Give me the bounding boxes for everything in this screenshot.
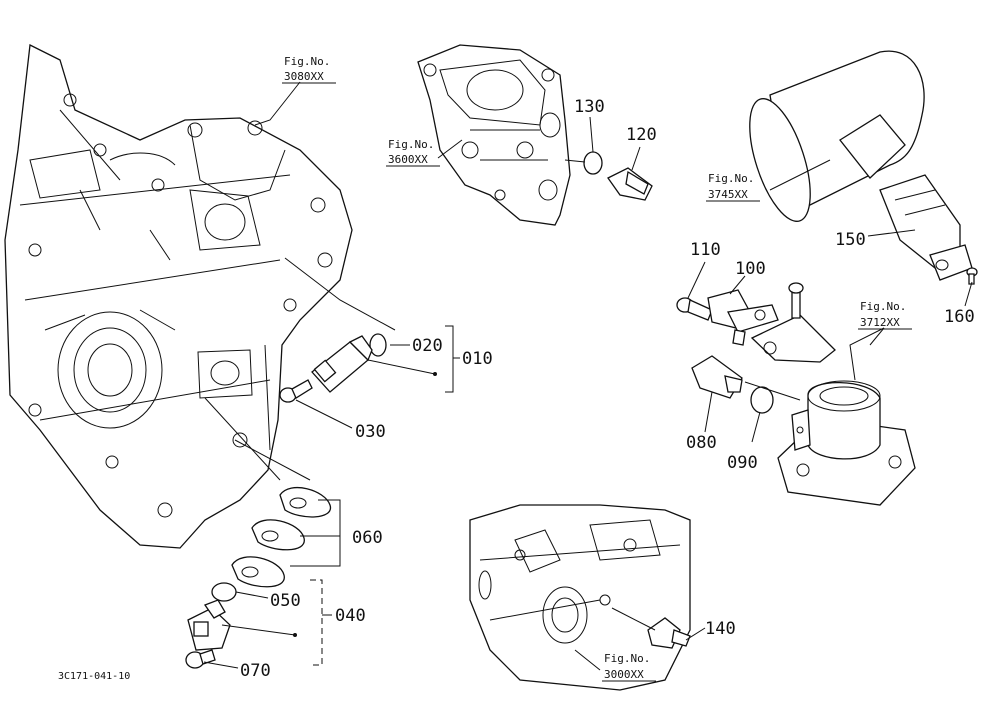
screw-160 bbox=[966, 267, 978, 285]
fig-ref-3712-prefix: Fig.No. bbox=[860, 300, 906, 313]
part-label-020: 020 bbox=[412, 336, 443, 356]
bolt-070 bbox=[185, 649, 216, 669]
sensor-040 bbox=[187, 599, 231, 651]
part-label-140: 140 bbox=[705, 619, 736, 639]
fig-ref-3745-code: 3745XX bbox=[708, 188, 748, 201]
fig-ref-3712-code: 3712XX bbox=[860, 316, 900, 329]
fig-ref-3080-code: 3080XX bbox=[284, 70, 324, 83]
part-label-080: 080 bbox=[686, 433, 717, 453]
part-label-090: 090 bbox=[727, 453, 758, 473]
part-label-160: 160 bbox=[944, 307, 975, 327]
cylinder-block bbox=[469, 504, 691, 691]
part-label-130: 130 bbox=[574, 97, 605, 117]
gasket-090 bbox=[750, 386, 774, 414]
switch-140 bbox=[647, 617, 691, 649]
part-number-labels: 020 010 030 060 050 040 070 130 120 150 … bbox=[240, 97, 975, 681]
figure-references: Fig.No. 3080XX Fig.No. 3600XX Fig.No. 37… bbox=[282, 55, 912, 682]
sensor-010 bbox=[311, 335, 373, 393]
gear-case-housing bbox=[4, 44, 353, 549]
part-label-050: 050 bbox=[270, 591, 301, 611]
part-label-040: 040 bbox=[335, 606, 366, 626]
thermostat-flange bbox=[777, 380, 916, 506]
gasket-130 bbox=[583, 151, 603, 175]
part-label-150: 150 bbox=[835, 230, 866, 250]
part-label-120: 120 bbox=[626, 125, 657, 145]
part-label-060: 060 bbox=[352, 528, 383, 548]
part-label-100: 100 bbox=[735, 259, 766, 279]
actuator-150 bbox=[879, 174, 973, 281]
gasket-060-a bbox=[279, 486, 331, 518]
part-label-010: 010 bbox=[462, 349, 493, 369]
fig-ref-3745-prefix: Fig.No. bbox=[708, 172, 754, 185]
sensor-100 bbox=[707, 289, 779, 346]
o-ring-020 bbox=[369, 333, 387, 357]
fig-ref-3000-code: 3000XX bbox=[604, 668, 644, 681]
fig-ref-3000-prefix: Fig.No. bbox=[604, 652, 650, 665]
canister-housing bbox=[749, 50, 925, 222]
sensor-080 bbox=[691, 355, 743, 399]
fig-ref-3600-code: 3600XX bbox=[388, 153, 428, 166]
water-flange-housing bbox=[417, 44, 571, 226]
fig-ref-3600-prefix: Fig.No. bbox=[388, 138, 434, 151]
sensor-120 bbox=[607, 167, 653, 201]
bolt-110 bbox=[676, 297, 713, 321]
mount-bracket bbox=[750, 282, 836, 363]
bolt-030 bbox=[279, 379, 313, 403]
drawing-code: 3C171-041-10 bbox=[58, 671, 130, 682]
fig-ref-3080-prefix: Fig.No. bbox=[284, 55, 330, 68]
part-label-110: 110 bbox=[690, 240, 721, 260]
part-label-070: 070 bbox=[240, 661, 271, 681]
o-ring-050 bbox=[211, 582, 237, 602]
part-label-030: 030 bbox=[355, 422, 386, 442]
leader-lines bbox=[203, 81, 973, 671]
